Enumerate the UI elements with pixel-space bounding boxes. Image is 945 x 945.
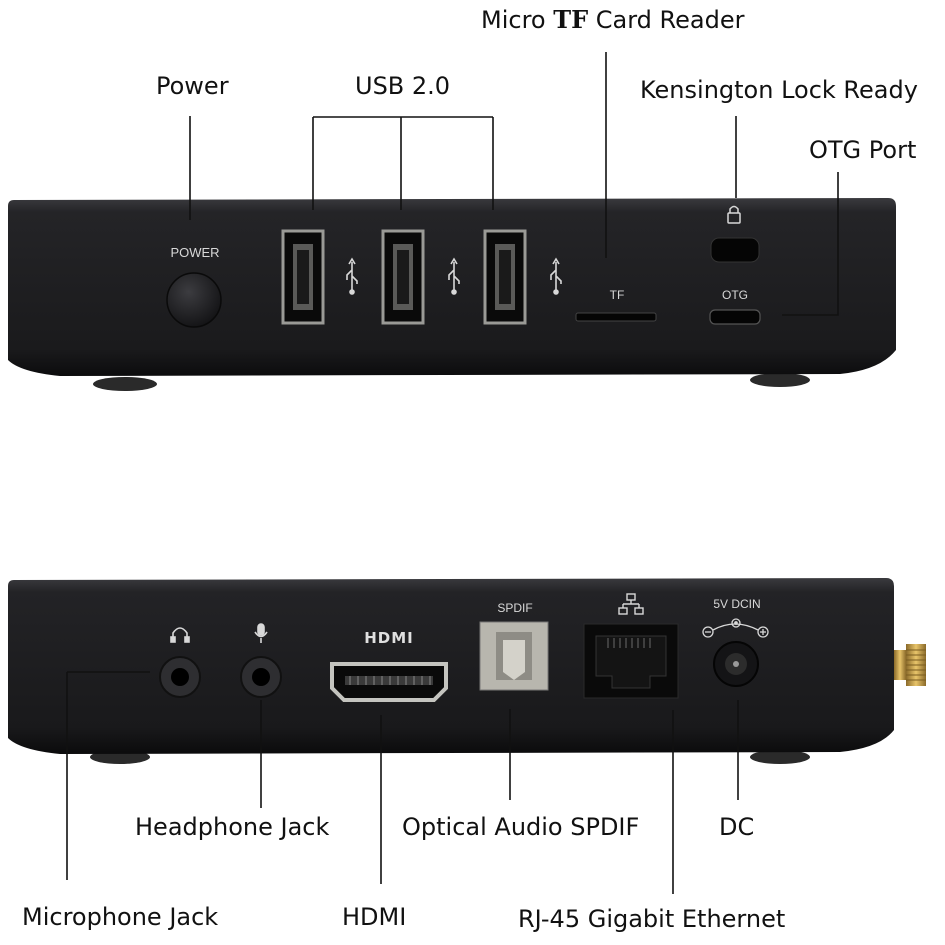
callout-rj45: RJ-45 Gigabit Ethernet — [518, 905, 786, 933]
lock-icon — [727, 205, 741, 224]
callout-kensington: Kensington Lock Ready — [640, 76, 918, 104]
otg-label: OTG — [722, 288, 748, 302]
foot-right — [750, 373, 810, 387]
callout-line-usb — [312, 116, 494, 210]
tf-label: TF — [610, 288, 625, 302]
rj45-ethernet-port[interactable] — [583, 623, 679, 699]
callout-optical: Optical Audio SPDIF — [402, 813, 640, 841]
callout-power: Power — [156, 72, 229, 100]
dcin-label: 5V DCIN — [713, 597, 760, 611]
rear-device-body — [8, 578, 894, 754]
callout-headphone: Headphone Jack — [135, 813, 330, 841]
power-label: POWER — [170, 245, 219, 260]
callout-tf-suffix: Card Reader — [588, 6, 745, 34]
callout-microphone: Microphone Jack — [22, 903, 219, 931]
callout-tf-card-reader: Micro TF Card Reader — [481, 5, 745, 34]
front-panel: POWER — [8, 198, 896, 391]
antenna-connector — [894, 644, 926, 686]
callout-otg: OTG Port — [809, 136, 917, 164]
usb-port-3[interactable] — [483, 229, 527, 325]
tf-card-slot[interactable] — [575, 312, 657, 322]
callout-usb: USB 2.0 — [355, 72, 451, 100]
usb-icon — [448, 257, 460, 295]
polarity-icon — [702, 618, 769, 638]
callout-dc: DC — [719, 813, 755, 841]
power-button[interactable] — [166, 272, 222, 328]
microphone-icon — [254, 623, 268, 643]
hdmi-logo: HDMI — [364, 629, 414, 647]
rear-panel: HDMI SPDIF — [8, 578, 926, 764]
foot-left — [93, 377, 157, 391]
callout-lines — [66, 52, 839, 894]
spdif-label: SPDIF — [497, 601, 532, 615]
hdmi-port[interactable] — [330, 662, 448, 702]
usb-port-1[interactable] — [281, 229, 325, 325]
callout-tf-bold: TF — [553, 5, 589, 34]
callout-tf-prefix: Micro — [481, 6, 554, 34]
front-device-body — [8, 198, 896, 376]
callout-hdmi: HDMI — [342, 903, 407, 931]
callout-line-microphone — [66, 671, 150, 880]
usb-icon — [550, 257, 562, 295]
callout-line-otg — [782, 172, 839, 316]
spdif-port[interactable] — [479, 621, 549, 691]
usb-port-2[interactable] — [381, 229, 425, 325]
network-icon — [618, 593, 644, 615]
otg-port[interactable] — [709, 309, 761, 325]
kensington-lock-slot[interactable] — [710, 237, 760, 263]
usb-icon — [346, 257, 358, 295]
foot-right — [750, 750, 810, 764]
headphone-icon — [170, 627, 190, 643]
